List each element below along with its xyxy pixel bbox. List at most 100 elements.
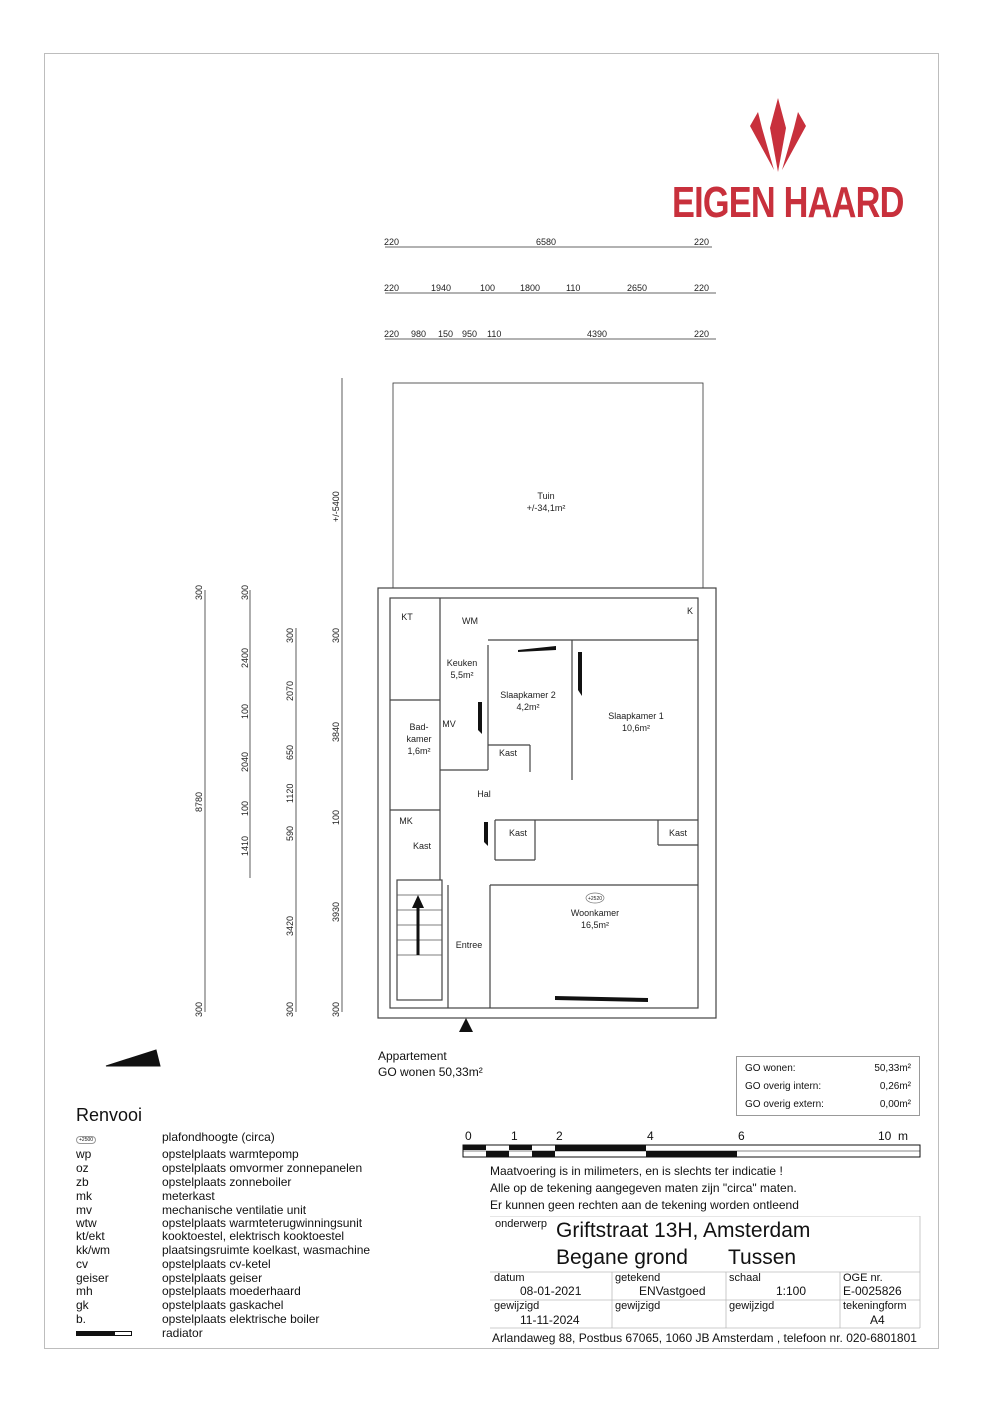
- renvooi-code: mh: [76, 1284, 93, 1298]
- note-line: Maatvoering is in milimeters, en is slec…: [490, 1164, 783, 1178]
- dim-row1-0: 220: [384, 237, 399, 247]
- tb-gewijzigd-label: gewijzigd: [494, 1300, 540, 1312]
- go-label: GO overig extern:: [745, 1099, 824, 1110]
- room-mk: MK: [399, 816, 413, 826]
- dim-col-d-2: 3840: [331, 722, 341, 742]
- room-keuken: Keuken: [447, 658, 478, 668]
- dim-row3-5: 4390: [587, 329, 607, 339]
- go-value: 0,26m²: [879, 1081, 911, 1092]
- room-kast-1: Kast: [499, 748, 518, 758]
- renvooi-code: cv: [76, 1257, 88, 1271]
- go-label: GO wonen:: [745, 1063, 796, 1074]
- room-wm: WM: [462, 616, 478, 626]
- renvooi-row: radiator: [76, 1327, 203, 1340]
- tb-tekeningform-label: tekeningform: [843, 1300, 907, 1312]
- tb-gewijzigd: 11-11-2024: [520, 1313, 580, 1327]
- dim-col-b-4: 100: [240, 801, 250, 816]
- tb-floor: Begane grond: [556, 1246, 688, 1269]
- dim-row2-1: 1940: [431, 283, 451, 293]
- note-line: Alle op de tekening aangegeven maten zij…: [490, 1181, 797, 1195]
- scale-label: 0: [465, 1129, 472, 1143]
- dim-col-b-2: 100: [240, 704, 250, 719]
- flame-logo-icon: [750, 98, 806, 172]
- renvooi-text: opstelplaats elektrische boiler: [162, 1312, 320, 1326]
- scale-unit: m: [898, 1129, 908, 1143]
- room-slaapkamer2: Slaapkamer 2: [500, 690, 556, 700]
- renvooi-code: wtw: [76, 1216, 97, 1230]
- tb-oge: E-0025826: [843, 1284, 902, 1298]
- go-value: 0,00m²: [879, 1099, 911, 1110]
- entrance-marker-icon: [459, 1018, 473, 1032]
- go-value: 50,33m²: [874, 1063, 911, 1074]
- renvooi-row: geiser opstelplaats geiser: [76, 1272, 262, 1285]
- dim-row3-0: 220: [384, 329, 399, 339]
- renvooi-code: mv: [76, 1203, 92, 1217]
- renvooi-code: zb: [76, 1175, 89, 1189]
- renvooi-text: mechanische ventilatie unit: [162, 1203, 307, 1217]
- dim-col-c-1: 2070: [285, 681, 295, 701]
- dim-col-d-1: 300: [331, 628, 341, 643]
- dim-col-a-2: 300: [194, 1002, 204, 1017]
- go-table: GO wonen: 50,33m² GO overig intern: 0,26…: [736, 1056, 920, 1116]
- dim-col-c-6: 300: [285, 1002, 295, 1017]
- radiator-hal-icon: [484, 822, 488, 846]
- dim-row1-2: 220: [694, 237, 709, 247]
- room-bad-2: kamer: [406, 734, 431, 744]
- tb-getekend: ENVastgoed: [639, 1284, 706, 1298]
- room-ceiling-height: +2520: [588, 896, 602, 902]
- room-k: K: [687, 606, 693, 616]
- scale-label: 4: [647, 1129, 654, 1143]
- tb-onderwerp-label: onderwerp: [495, 1218, 547, 1230]
- radiator-woonkamer-icon: [555, 996, 648, 1002]
- ceiling-height-symbol-icon: [585, 892, 605, 904]
- room-slaapkamer2-area: 4,2m²: [516, 702, 539, 712]
- dim-row3-1: 980: [411, 329, 426, 339]
- renvooi-row: mv mechanische ventilatie unit: [76, 1204, 306, 1217]
- renvooi-code: geiser: [76, 1271, 109, 1285]
- dim-col-d-5: 300: [331, 1002, 341, 1017]
- scale-label: 6: [738, 1129, 745, 1143]
- note-line: Er kunnen geen rechten aan de tekening w…: [490, 1198, 799, 1212]
- dim-col-c-5: 3420: [285, 916, 295, 936]
- renvooi-text: opstelplaats geiser: [162, 1271, 263, 1285]
- tb-gewijzigd3-label: gewijzigd: [729, 1300, 775, 1312]
- dim-row2-0: 220: [384, 283, 399, 293]
- dim-row3-4: 110: [487, 329, 501, 339]
- dim-row3-6: 220: [694, 329, 709, 339]
- renvooi-row: cv opstelplaats cv-ketel: [76, 1258, 271, 1271]
- dim-row2-4: 110: [566, 283, 580, 293]
- renvooi-code: wp: [76, 1147, 92, 1161]
- room-woonkamer-area: 16,5m²: [581, 920, 609, 930]
- brand-name: EIGEN HAARD: [672, 178, 904, 227]
- tb-tekeningform: A4: [870, 1313, 885, 1327]
- tb-footer-address: Arlandaweg 88, Postbus 67065, 1060 JB Am…: [492, 1331, 917, 1345]
- dim-row2-3: 1800: [520, 283, 540, 293]
- dim-col-c-0: 300: [285, 628, 295, 643]
- renvooi-text: plaatsingsruimte koelkast, wasmachine: [162, 1243, 371, 1257]
- scale-bar: [462, 1144, 921, 1158]
- room-woonkamer: Woonkamer: [571, 908, 619, 918]
- renvooi-title: Renvooi: [76, 1105, 143, 1125]
- renvooi-row: b.opstelplaats elektrische boiler: [76, 1313, 319, 1326]
- scale-label: 2: [556, 1129, 563, 1143]
- appartement-area: GO wonen 50,33m²: [378, 1065, 483, 1079]
- renvooi-code: kt/ekt: [76, 1229, 105, 1243]
- renvooi-row: wp opstelplaats warmtepomp: [76, 1148, 299, 1161]
- tb-schaal-label: schaal: [729, 1272, 761, 1284]
- appartement-label: Appartement: [378, 1049, 447, 1063]
- renvooi-text: opstelplaats gaskachel: [162, 1298, 284, 1312]
- dim-col-c-2: 650: [285, 745, 295, 760]
- renvooi-text: meterkast: [162, 1189, 215, 1203]
- renvooi-text: opstelplaats cv-ketel: [162, 1257, 271, 1271]
- renvooi-text: opstelplaats warmtepomp: [162, 1147, 299, 1161]
- scale-label: 1: [511, 1129, 518, 1143]
- dim-col-c-3: 1120: [285, 784, 295, 803]
- tb-datum: 08-01-2021: [520, 1284, 582, 1298]
- room-slaapkamer1-area: 10,6m²: [622, 723, 650, 733]
- drawing-frame: [44, 53, 939, 1349]
- room-kast-3: Kast: [509, 828, 528, 838]
